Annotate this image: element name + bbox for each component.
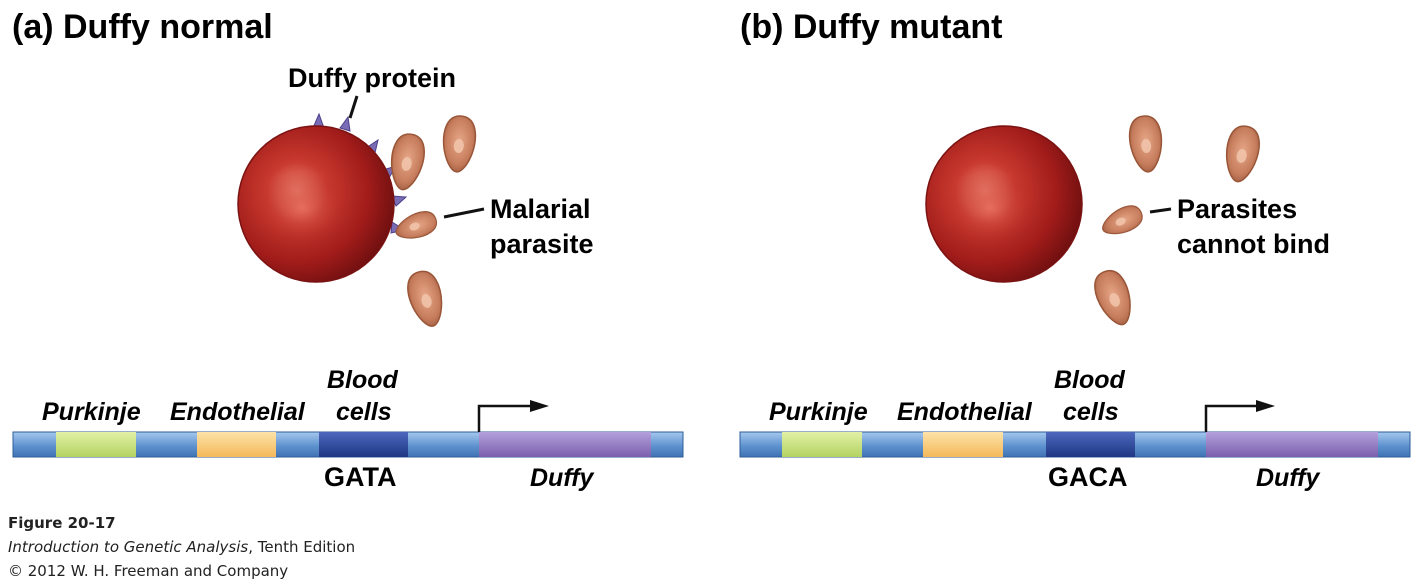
red-blood-cell-normal xyxy=(237,112,408,283)
parasite-label-line2: parasite xyxy=(490,229,594,259)
figure-number: Figure 20-17 xyxy=(8,514,116,532)
duffy-gene-label-a: Duffy xyxy=(530,464,595,492)
parasite-label-line1: Malarial xyxy=(490,194,591,224)
blood-cells-region xyxy=(1046,432,1135,457)
duffy-protein-pointer xyxy=(348,95,359,119)
endothelial-region xyxy=(923,432,1003,457)
parasite xyxy=(391,207,441,245)
parasite-pointer-a xyxy=(443,207,485,219)
duffy-gene-region xyxy=(1206,432,1378,457)
parasite xyxy=(402,267,450,331)
parasite xyxy=(440,113,478,175)
blood-label: Blood xyxy=(327,366,399,394)
cells-label: cells xyxy=(1063,398,1119,426)
book-citation: Introduction to Genetic Analysis, Tenth … xyxy=(8,538,355,556)
purkinje-region xyxy=(56,432,136,457)
transcription-arrow-head xyxy=(530,400,549,412)
endothelial-label: Endothelial xyxy=(897,398,1033,426)
blood-label: Blood xyxy=(1054,366,1126,394)
promoter-strand-b xyxy=(739,431,1411,458)
duffy-gene-region xyxy=(479,432,651,457)
purkinje-label: Purkinje xyxy=(769,398,868,426)
parasite xyxy=(1220,122,1264,186)
parasite xyxy=(385,130,429,194)
duffy-figure: (a) Duffy normal Duffy protein Malarial … xyxy=(12,8,1411,492)
copyright-line: © 2012 W. H. Freeman and Company xyxy=(8,562,289,580)
endothelial-region xyxy=(197,432,276,457)
transcription-start-arrow xyxy=(1204,404,1258,432)
parasite xyxy=(1127,113,1165,175)
parasite xyxy=(1097,200,1147,242)
cannot-bind-line2: cannot bind xyxy=(1177,229,1330,259)
parasite xyxy=(1088,265,1140,331)
sequence-label-a: GATA xyxy=(324,462,396,492)
purkinje-region xyxy=(782,432,862,457)
blood-cells-region xyxy=(319,432,408,457)
panel-a-title: (a) Duffy normal xyxy=(12,8,273,46)
transcription-start-arrow xyxy=(477,404,532,432)
duffy-protein-label: Duffy protein xyxy=(288,63,456,93)
sequence-label-b: GACA xyxy=(1048,462,1128,492)
book-title: Introduction to Genetic Analysis xyxy=(8,538,249,556)
duffy-gene-label-b: Duffy xyxy=(1256,464,1321,492)
purkinje-label: Purkinje xyxy=(42,398,141,426)
transcription-arrow-head xyxy=(1256,400,1275,412)
malarial-parasites-normal xyxy=(385,113,478,331)
promoter-strand-a xyxy=(12,431,684,458)
cannot-bind-line1: Parasites xyxy=(1177,194,1297,224)
book-edition: , Tenth Edition xyxy=(248,538,356,556)
panel-b-title: (b) Duffy mutant xyxy=(740,8,1003,46)
endothelial-label: Endothelial xyxy=(170,398,306,426)
parasite-pointer-b xyxy=(1149,207,1172,214)
red-blood-cell-mutant xyxy=(925,125,1083,283)
cells-label: cells xyxy=(336,398,392,426)
